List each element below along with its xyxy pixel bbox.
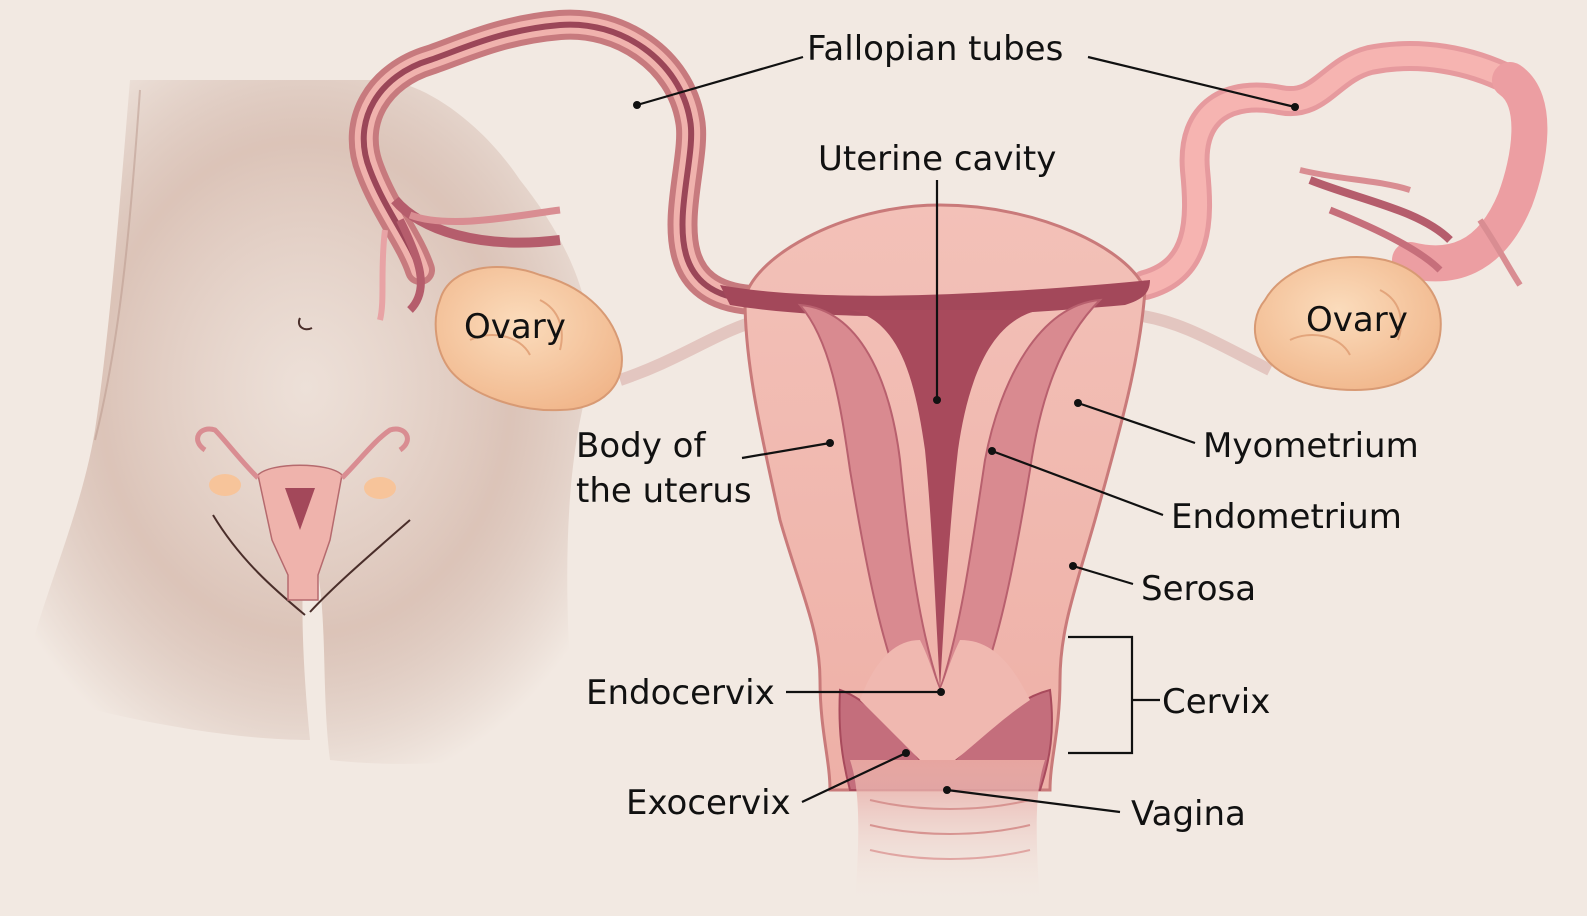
label-ovary-right: Ovary xyxy=(1306,300,1408,340)
leader-body-of-uterus xyxy=(741,441,831,460)
label-exocervix: Exocervix xyxy=(626,783,791,823)
label-body-of-uterus-line2: the uterus xyxy=(576,471,752,511)
label-endometrium: Endometrium xyxy=(1171,497,1402,537)
leader-myometrium xyxy=(1077,401,1196,445)
fallopian-tube-right xyxy=(1130,41,1548,300)
label-ovary-left: Ovary xyxy=(464,307,566,347)
ovarian-ligament-left xyxy=(618,314,762,386)
uterus xyxy=(720,203,1150,905)
torso-figure xyxy=(20,80,592,764)
ovary-right-shape xyxy=(1253,256,1442,392)
label-vagina: Vagina xyxy=(1131,794,1246,834)
cervix-bracket xyxy=(1068,635,1134,755)
leader-fallopian-left xyxy=(636,55,804,107)
label-cervix: Cervix xyxy=(1162,682,1270,722)
leader-fallopian-right xyxy=(1087,55,1296,109)
leader-exocervix xyxy=(801,752,907,803)
label-body-of-uterus-line1: Body of xyxy=(576,426,706,466)
label-uterine-cavity: Uterine cavity xyxy=(818,139,1056,179)
ovarian-ligament-right xyxy=(1134,309,1273,376)
leader-lines xyxy=(633,55,1299,814)
label-myometrium: Myometrium xyxy=(1203,426,1419,466)
leader-serosa xyxy=(1072,564,1134,586)
label-serosa: Serosa xyxy=(1141,569,1256,609)
navel xyxy=(298,317,313,331)
labels: Fallopian tubes Uterine cavity Ovary Ova… xyxy=(464,29,1419,834)
ovary-left-shape xyxy=(434,266,623,412)
leader-vagina xyxy=(946,788,1121,814)
label-endocervix: Endocervix xyxy=(586,673,775,713)
mini-uterus-icon xyxy=(195,426,410,601)
label-fallopian-tubes: Fallopian tubes xyxy=(807,29,1063,69)
leader-endometrium xyxy=(991,449,1164,517)
fallopian-tube-left xyxy=(348,9,765,321)
